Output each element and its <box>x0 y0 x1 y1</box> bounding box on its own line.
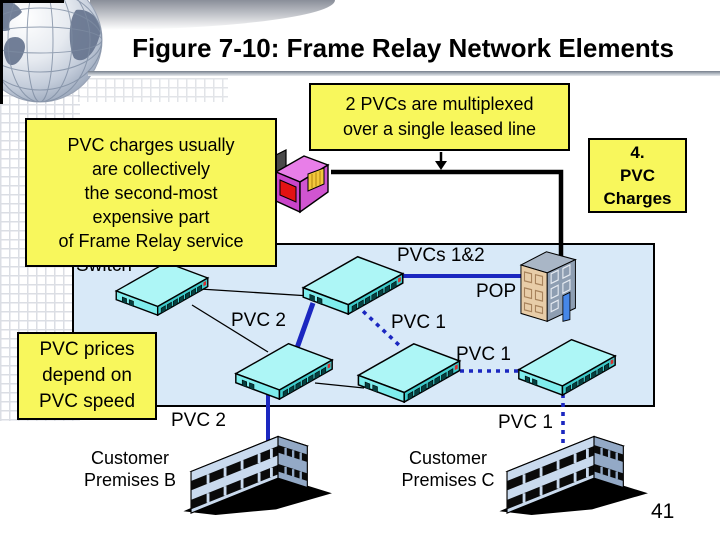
tag-line: 4. <box>630 143 645 162</box>
corner-strip-top <box>0 0 64 3</box>
pvc-prices-note-callout: PVC prices depend on PVC speed <box>17 332 157 420</box>
note-line: are collectively <box>91 158 211 179</box>
frame-relay-switch-icon-3 <box>231 340 337 400</box>
note-line: 2 PVCs are multiplexed <box>345 94 534 114</box>
title-divider-rule <box>88 71 720 76</box>
frame-relay-switch-icon-5 <box>514 336 620 396</box>
pvcs-1and2-label: PVCs 1&2 <box>397 245 485 266</box>
pvc1-upper-label: PVC 1 <box>391 312 446 333</box>
pvc1-lower-label: PVC 1 <box>498 412 553 433</box>
note-line: over a single leased line <box>342 119 537 139</box>
note-line: expensive part <box>92 206 210 227</box>
page-title: Figure 7-10: Frame Relay Network Element… <box>132 33 674 63</box>
pvc1-mid-label: PVC 1 <box>456 344 511 365</box>
globe-shadow-band <box>90 0 335 30</box>
frame-relay-switch-icon-2 <box>298 253 408 315</box>
step-4-pvc-charges-tag: 4. PVC Charges <box>588 138 687 213</box>
note-line: of Frame Relay service <box>58 230 244 251</box>
pop-label: POP <box>476 281 517 302</box>
note-line: depend on <box>42 365 132 386</box>
note-line: PVC prices <box>39 339 135 360</box>
background-square-pattern-small <box>78 78 228 102</box>
note-line: the second-most <box>84 182 218 203</box>
multiplex-note-callout: 2 PVCs are multiplexed over a single lea… <box>309 83 570 151</box>
pop-building-icon <box>519 250 577 324</box>
customer-b-line1: Customer <box>90 448 170 468</box>
tag-line: PVC <box>620 166 655 185</box>
note-line: PVC charges usually <box>67 134 235 155</box>
customer-b-line2: Premises B <box>83 470 177 490</box>
corner-strip-left <box>0 0 3 104</box>
frame-relay-switch-icon-4 <box>354 340 464 403</box>
page-number: 41 <box>651 500 675 523</box>
pvc2-upper-label: PVC 2 <box>231 310 286 331</box>
office-building-icon-b <box>182 428 340 515</box>
note-line: PVC speed <box>38 391 136 412</box>
customer-premises-b-label: Customer Premises B <box>55 447 205 491</box>
customer-c-line1: Customer <box>408 448 488 468</box>
globe-logo-icon <box>0 0 103 103</box>
pvc2-lower-label: PVC 2 <box>171 410 226 431</box>
router-icon <box>270 144 332 216</box>
tag-line: Charges <box>603 189 672 208</box>
customer-c-line2: Premises C <box>401 470 495 490</box>
pvc-charges-note-callout: PVC charges usually are collectively the… <box>25 118 277 267</box>
customer-premises-c-label: Customer Premises C <box>373 447 523 491</box>
frame-relay-switch-icon-1 <box>112 259 212 316</box>
